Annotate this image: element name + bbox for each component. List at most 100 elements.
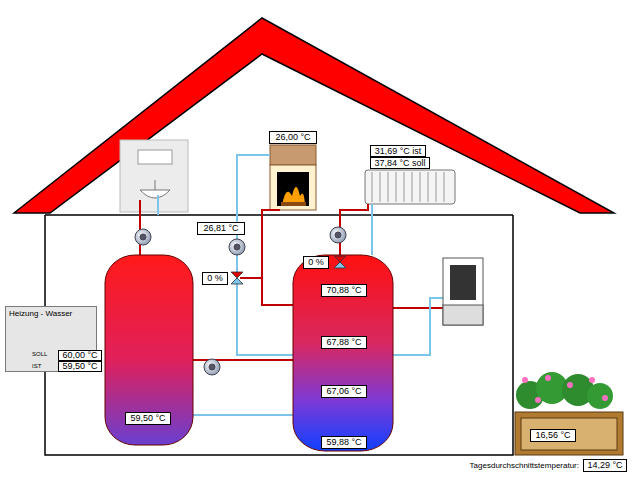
sink — [120, 140, 188, 212]
temperature-box: 59,88 °C — [321, 436, 367, 449]
pumps — [234, 244, 240, 250]
temperature-box: 37,84 °C soll — [370, 157, 430, 169]
temperature-box: 26,00 °C — [269, 131, 317, 144]
fireplace — [281, 202, 306, 206]
planter — [587, 383, 613, 409]
boiler — [443, 258, 483, 325]
radiator — [404, 172, 405, 202]
radiator — [388, 172, 389, 202]
fireplace — [270, 165, 316, 210]
control-panel: Heizung - Wasser 60,00 °C 59,50 °C SOLL IST — [5, 306, 97, 372]
temperature-box: 59,50 °C — [125, 412, 171, 425]
radiator — [428, 172, 429, 202]
radiator — [365, 170, 455, 204]
radiator — [420, 172, 421, 202]
planter — [535, 397, 541, 403]
planter — [589, 377, 595, 383]
mixing-valves — [231, 256, 346, 284]
temperature-value: 59,50 °C — [62, 362, 97, 371]
temperature-value: 67,88 °C — [326, 337, 361, 348]
boiler — [443, 305, 483, 325]
pipes-blue — [237, 155, 293, 355]
planter — [522, 377, 528, 383]
pumps — [229, 239, 245, 255]
sink — [120, 140, 188, 212]
pipes-red — [262, 210, 293, 305]
temperature-value: 60,00 °C — [62, 351, 97, 360]
temperature-value: 26,81 °C — [203, 223, 238, 234]
daily-average-label: Tagesdurchschnittstemperatur: — [470, 461, 579, 471]
pipes-red — [393, 307, 443, 309]
fireplace — [282, 187, 305, 205]
planter — [602, 395, 608, 401]
pipes-blue — [193, 414, 293, 416]
sink — [140, 190, 170, 198]
temperature-box: 70,88 °C — [321, 284, 367, 297]
radiator — [436, 172, 437, 202]
pipes-red — [139, 200, 141, 255]
fireplace — [277, 172, 309, 206]
temperature-value: 0 % — [308, 257, 324, 268]
sink — [138, 150, 172, 164]
temperature-box: 0 % — [202, 272, 228, 285]
temperature-value: 14,29 °C — [587, 460, 622, 471]
pumps — [135, 227, 346, 375]
setpoint-label: IST — [32, 363, 41, 370]
temperature-value: 0 % — [207, 273, 223, 284]
setpoint-label: SOLL — [32, 351, 47, 358]
planter — [545, 375, 551, 381]
planter — [521, 418, 617, 450]
temperature-box: 0 % — [303, 256, 329, 269]
pipes-blue — [157, 195, 159, 215]
pipes-blue — [371, 204, 373, 255]
radiator — [372, 172, 373, 202]
storage-tanks — [105, 255, 393, 451]
pumps — [330, 227, 346, 243]
roof — [14, 18, 614, 213]
temperature-value: 16,56 °C — [535, 430, 570, 441]
radiator — [444, 172, 445, 202]
temperature-box: 14,29 °C — [583, 459, 627, 472]
walls — [45, 214, 513, 216]
temperature-box: 26,81 °C — [197, 222, 245, 235]
storage-tanks — [293, 255, 393, 451]
radiator — [380, 172, 381, 202]
mixing-valves — [334, 256, 346, 262]
temperature-value: 59,88 °C — [326, 437, 361, 448]
panel-title: Heizung - Wasser — [9, 309, 72, 318]
fireplace — [270, 145, 316, 210]
radiator — [365, 170, 455, 204]
temperature-value: 37,84 °C soll — [374, 158, 425, 168]
walls — [45, 215, 513, 455]
temperature-box: 67,88 °C — [321, 336, 367, 349]
boiler — [443, 258, 483, 325]
mixing-valves — [231, 278, 243, 284]
sink — [155, 180, 156, 190]
boiler — [450, 265, 476, 300]
temperature-value: 59,50 °C — [130, 413, 165, 424]
pumps — [135, 229, 151, 245]
mixing-valves — [231, 272, 243, 278]
planter — [567, 382, 573, 388]
temperature-box: 16,56 °C — [530, 429, 576, 442]
mixing-valves — [334, 262, 346, 268]
storage-tanks — [105, 255, 193, 445]
planter — [515, 372, 623, 455]
radiator — [412, 172, 413, 202]
pumps — [140, 234, 146, 240]
planter — [515, 412, 623, 455]
temperature-value: 67,06 °C — [326, 386, 361, 397]
temperature-box: 31,69 °C ist — [370, 145, 426, 157]
pumps — [335, 232, 341, 238]
temperature-value: 31,69 °C ist — [375, 146, 422, 156]
pumps — [209, 364, 215, 370]
pipes-red — [240, 277, 262, 279]
fireplace — [270, 145, 316, 165]
temperature-box: 67,06 °C — [321, 385, 367, 398]
pipes-blue — [393, 298, 443, 355]
temperature-value: 70,88 °C — [326, 285, 361, 296]
pumps — [204, 359, 220, 375]
temperature-box: 59,50 °C — [58, 361, 102, 372]
roof — [14, 18, 614, 213]
